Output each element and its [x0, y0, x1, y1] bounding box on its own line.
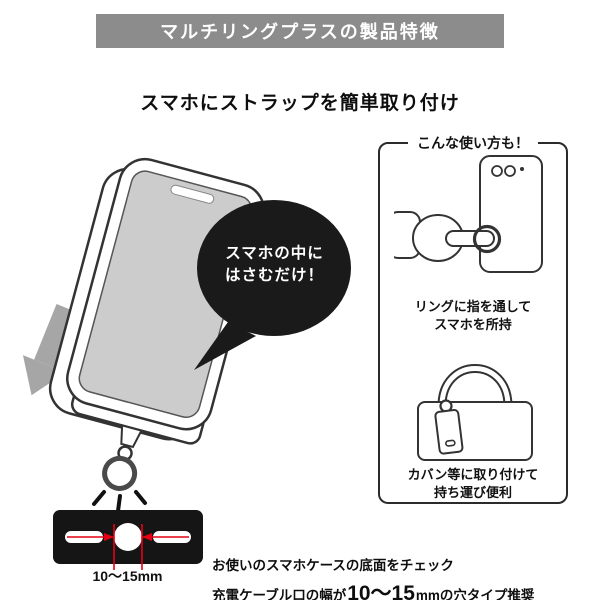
index-finger	[445, 230, 495, 247]
bag-usage-line2: 持ち運び便利	[433, 485, 512, 500]
bubble-line2: はさむだけ！	[224, 267, 324, 284]
case-check-notes: お使いのスマホケースの底面をチェック 充電ケーブル口の幅が10〜15mmの穴タイ…	[212, 554, 592, 600]
insert-arrow-icon	[22, 304, 77, 396]
case-bottom-diagram	[53, 510, 203, 570]
strap-card	[434, 409, 464, 455]
ring-usage-line2: スマホを所持	[434, 317, 512, 332]
usage-box-title: こんな使い方も！	[408, 133, 538, 153]
camera-flash-icon	[520, 167, 524, 171]
bag-usage-line1: カバン等に取り付けて	[407, 467, 539, 482]
bag-usage-caption: カバン等に取り付けて 持ち運び便利	[380, 466, 566, 502]
speech-bubble-text: スマホの中に はさむだけ！	[202, 243, 347, 287]
cable-hole	[114, 523, 142, 551]
bag-illustration	[417, 364, 533, 461]
note-recommend-size: 10〜15	[347, 582, 415, 600]
camera-lens-icon	[504, 165, 516, 177]
bubble-line1: スマホの中に	[225, 245, 324, 262]
strap-card-slot	[445, 439, 456, 447]
note-recommend-suffix: mmの穴タイプ推奨	[415, 588, 535, 600]
bag-handle	[437, 364, 513, 407]
emphasis-marks	[92, 490, 147, 513]
speech-bubble	[194, 200, 351, 370]
page-title: スマホにストラップを簡単取り付け	[140, 93, 460, 114]
note-recommend-prefix: 充電ケーブル口の幅が	[212, 588, 347, 600]
usage-box: こんな使い方も！ リングに指を通して スマホを所持	[378, 133, 568, 504]
measure-arrow-icon	[104, 533, 114, 541]
banner-title: マルチリングプラスの製品特徴	[96, 14, 504, 48]
strap-tab	[120, 424, 143, 449]
hand-ring-illustration	[394, 155, 543, 273]
hole-width-label: 10〜15mm	[92, 568, 163, 584]
phone-back	[479, 155, 543, 273]
measure-arrow-icon	[142, 533, 152, 541]
note-recommend-line: 充電ケーブル口の幅が10〜15mmの穴タイプ推奨	[212, 577, 592, 600]
bag-body	[417, 401, 533, 461]
strap-ring-icon	[102, 455, 138, 491]
ring-icon	[472, 224, 502, 254]
ring-usage-line1: リングに指を通して	[414, 299, 532, 314]
note-check-line: お使いのスマホケースの底面をチェック	[212, 558, 454, 573]
camera-lens-icon	[491, 165, 503, 177]
earpiece-pill	[170, 184, 215, 204]
ring-usage-caption: リングに指を通して スマホを所持	[380, 298, 566, 334]
bag-handle-inner	[439, 366, 511, 407]
